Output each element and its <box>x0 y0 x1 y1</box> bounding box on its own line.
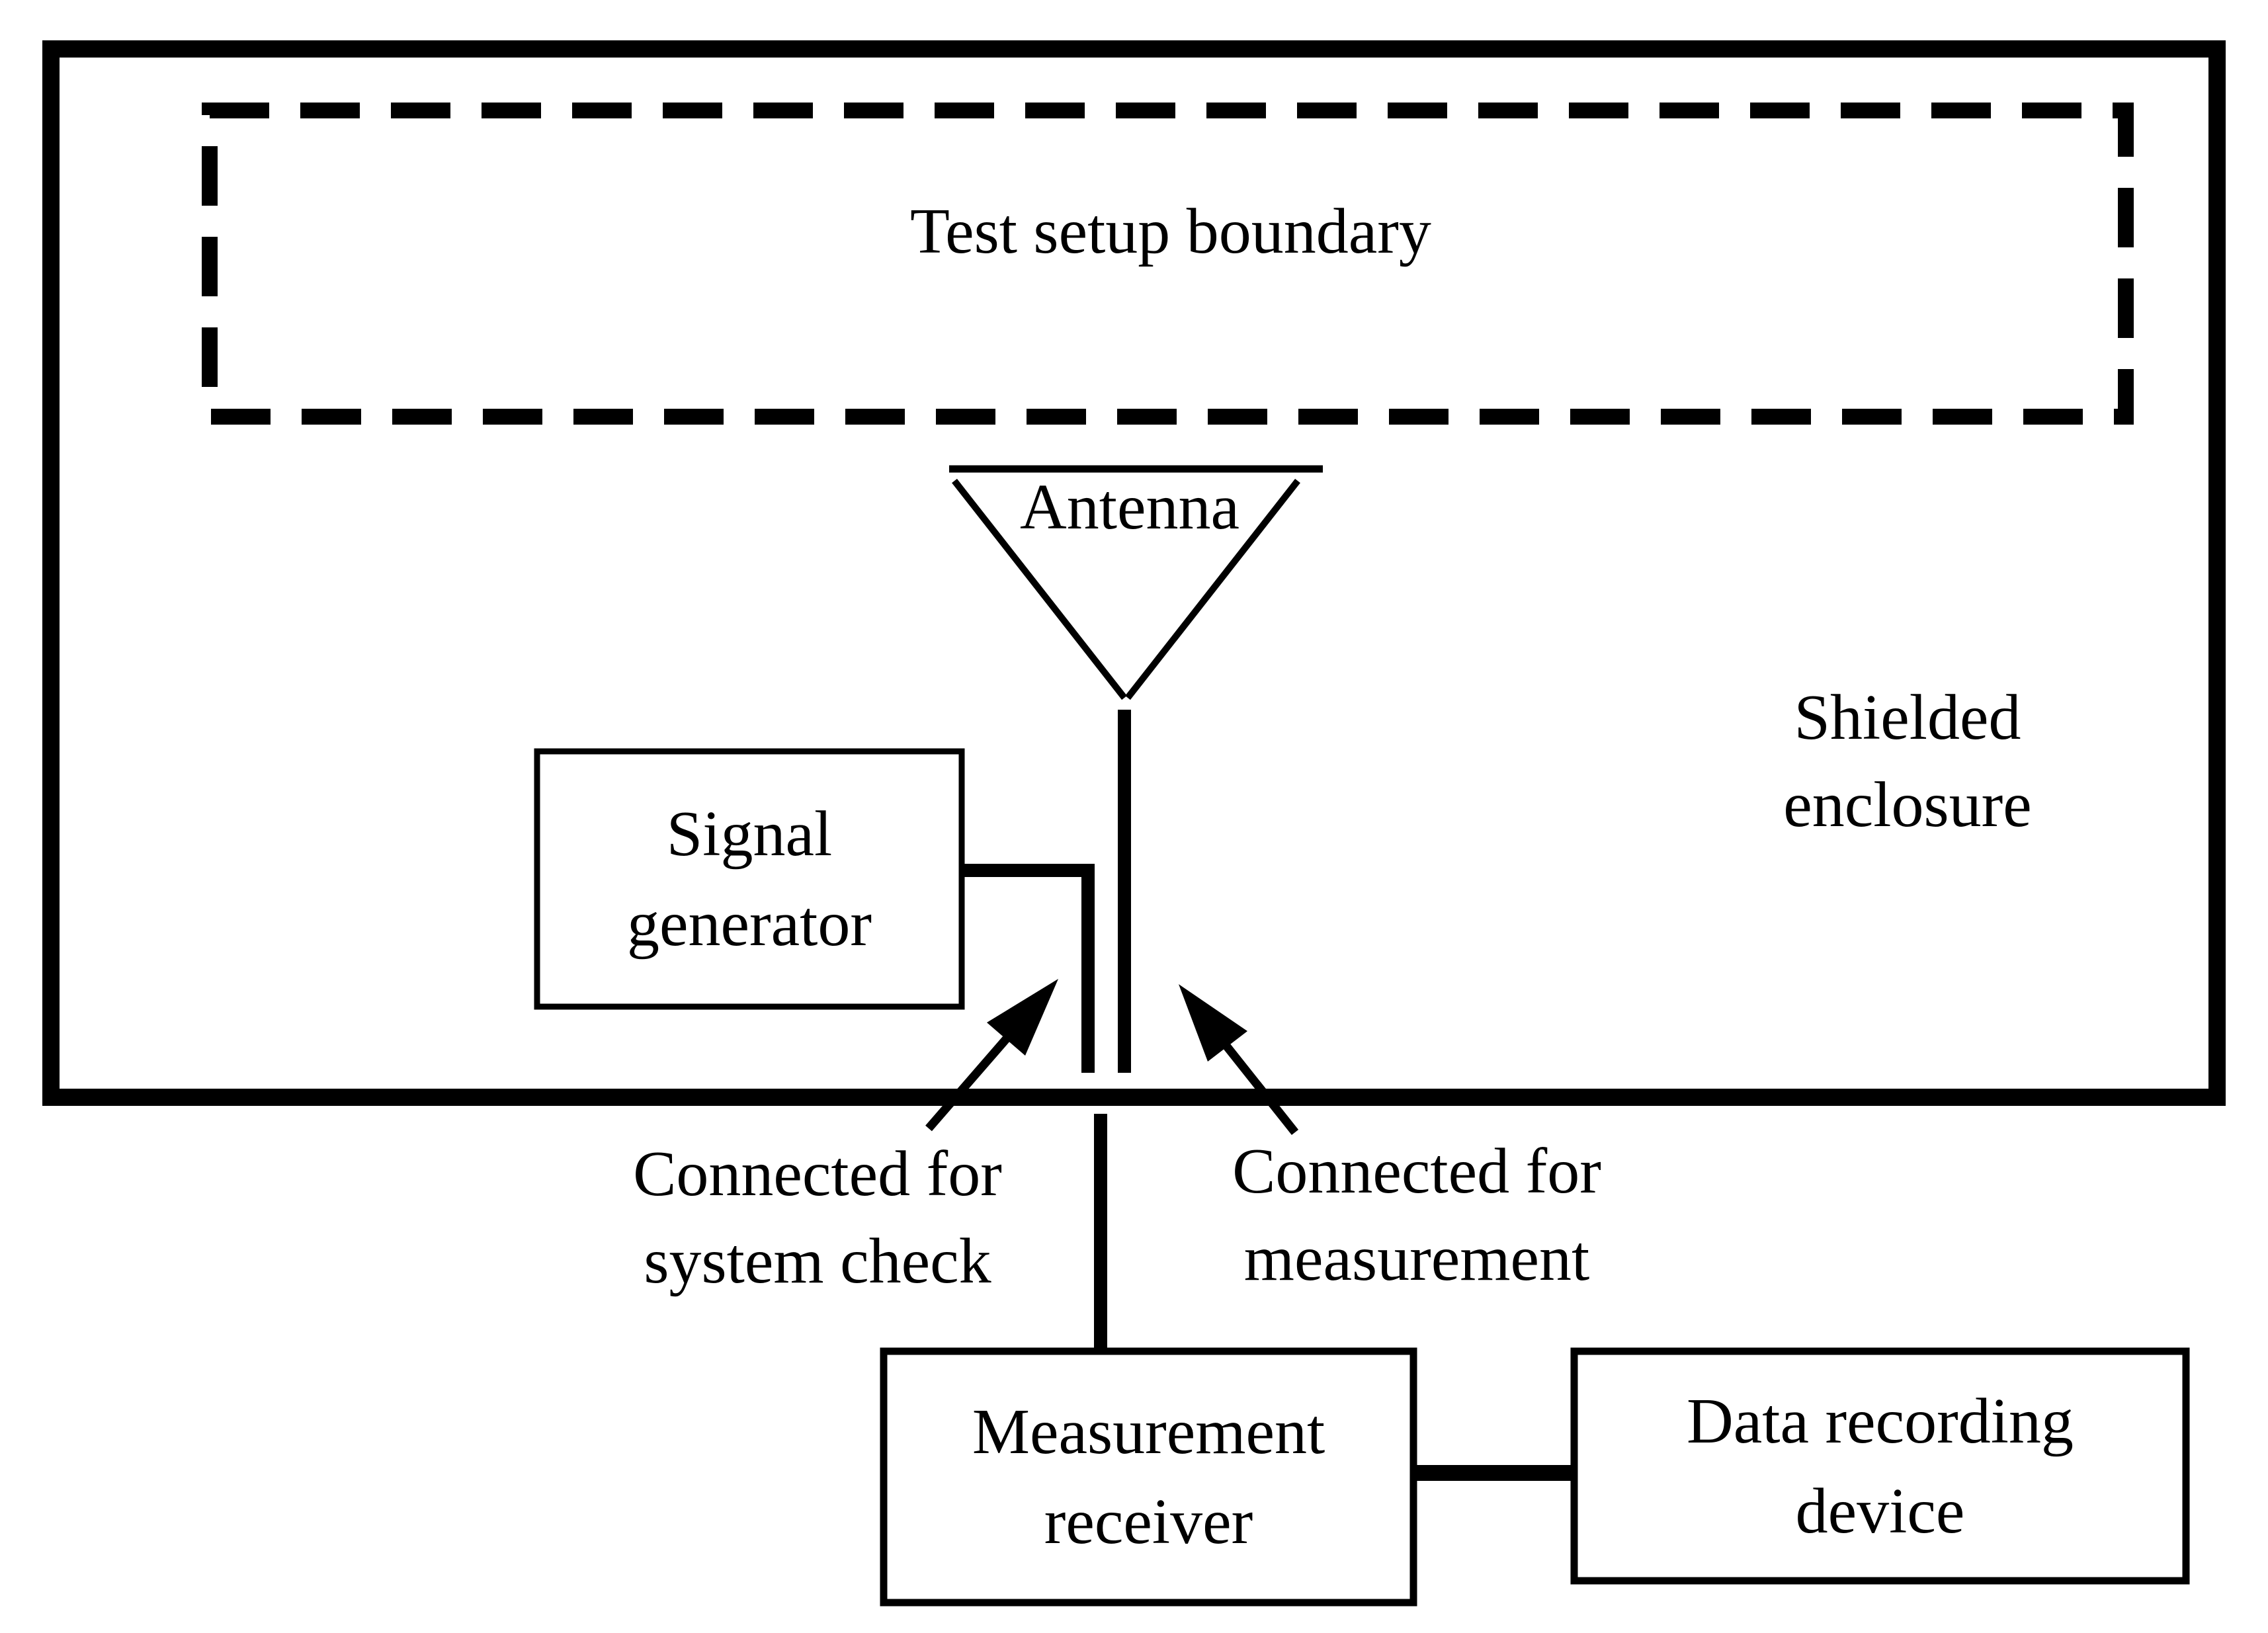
measurement-arrow-line <box>1220 1039 1299 1136</box>
measurement-receiver-label: Measurement receiver <box>884 1351 1413 1603</box>
data-recording-device-label-line1: Data recording <box>1687 1385 2074 1457</box>
signal-generator-connector <box>962 864 1095 1073</box>
measurement-note-line1: Connected for <box>1232 1136 1601 1207</box>
measurement-receiver-label-line2: receiver <box>1044 1486 1253 1558</box>
data-recording-device-box <box>1570 1347 2190 1585</box>
data-recording-device-label: Data recording device <box>1574 1351 2186 1581</box>
test-boundary-dashed-rect <box>202 103 2134 425</box>
shielded-enclosure-label-line2: enclosure <box>1783 769 2032 841</box>
signal-generator-label-line2: generator <box>627 888 872 960</box>
signal-generator-label: Signal generator <box>537 751 962 1007</box>
system-check-note-line1: Connected for <box>633 1138 1002 1210</box>
measurement-arrowhead <box>1179 984 1247 1062</box>
measurement-note-line2: measurement <box>1243 1223 1590 1294</box>
signal-generator-label-line1: Signal <box>666 798 833 870</box>
system-check-arrowhead <box>987 979 1058 1056</box>
system-check-note-line2: system check <box>644 1226 991 1297</box>
system-check-note: Connected for system check <box>633 1130 1002 1305</box>
system-check-arrow-line <box>925 1025 1019 1132</box>
data-recording-device-label-line2: device <box>1795 1475 1965 1547</box>
measurement-note: Connected for measurement <box>1232 1128 1601 1302</box>
shielded-enclosure-label: Shielded enclosure <box>1783 674 2032 849</box>
antenna-right-side <box>1125 478 1300 700</box>
antenna-label: Antenna <box>1020 472 1239 543</box>
measurement-receiver-label-line1: Measurement <box>972 1396 1325 1468</box>
signal-generator-box <box>534 748 965 1010</box>
shielded-enclosure-outline <box>42 40 2226 1106</box>
shielded-enclosure-label-line1: Shielded <box>1794 682 2021 753</box>
test-boundary-label: Test setup boundary <box>910 196 1431 267</box>
antenna-left-side <box>952 478 1127 700</box>
